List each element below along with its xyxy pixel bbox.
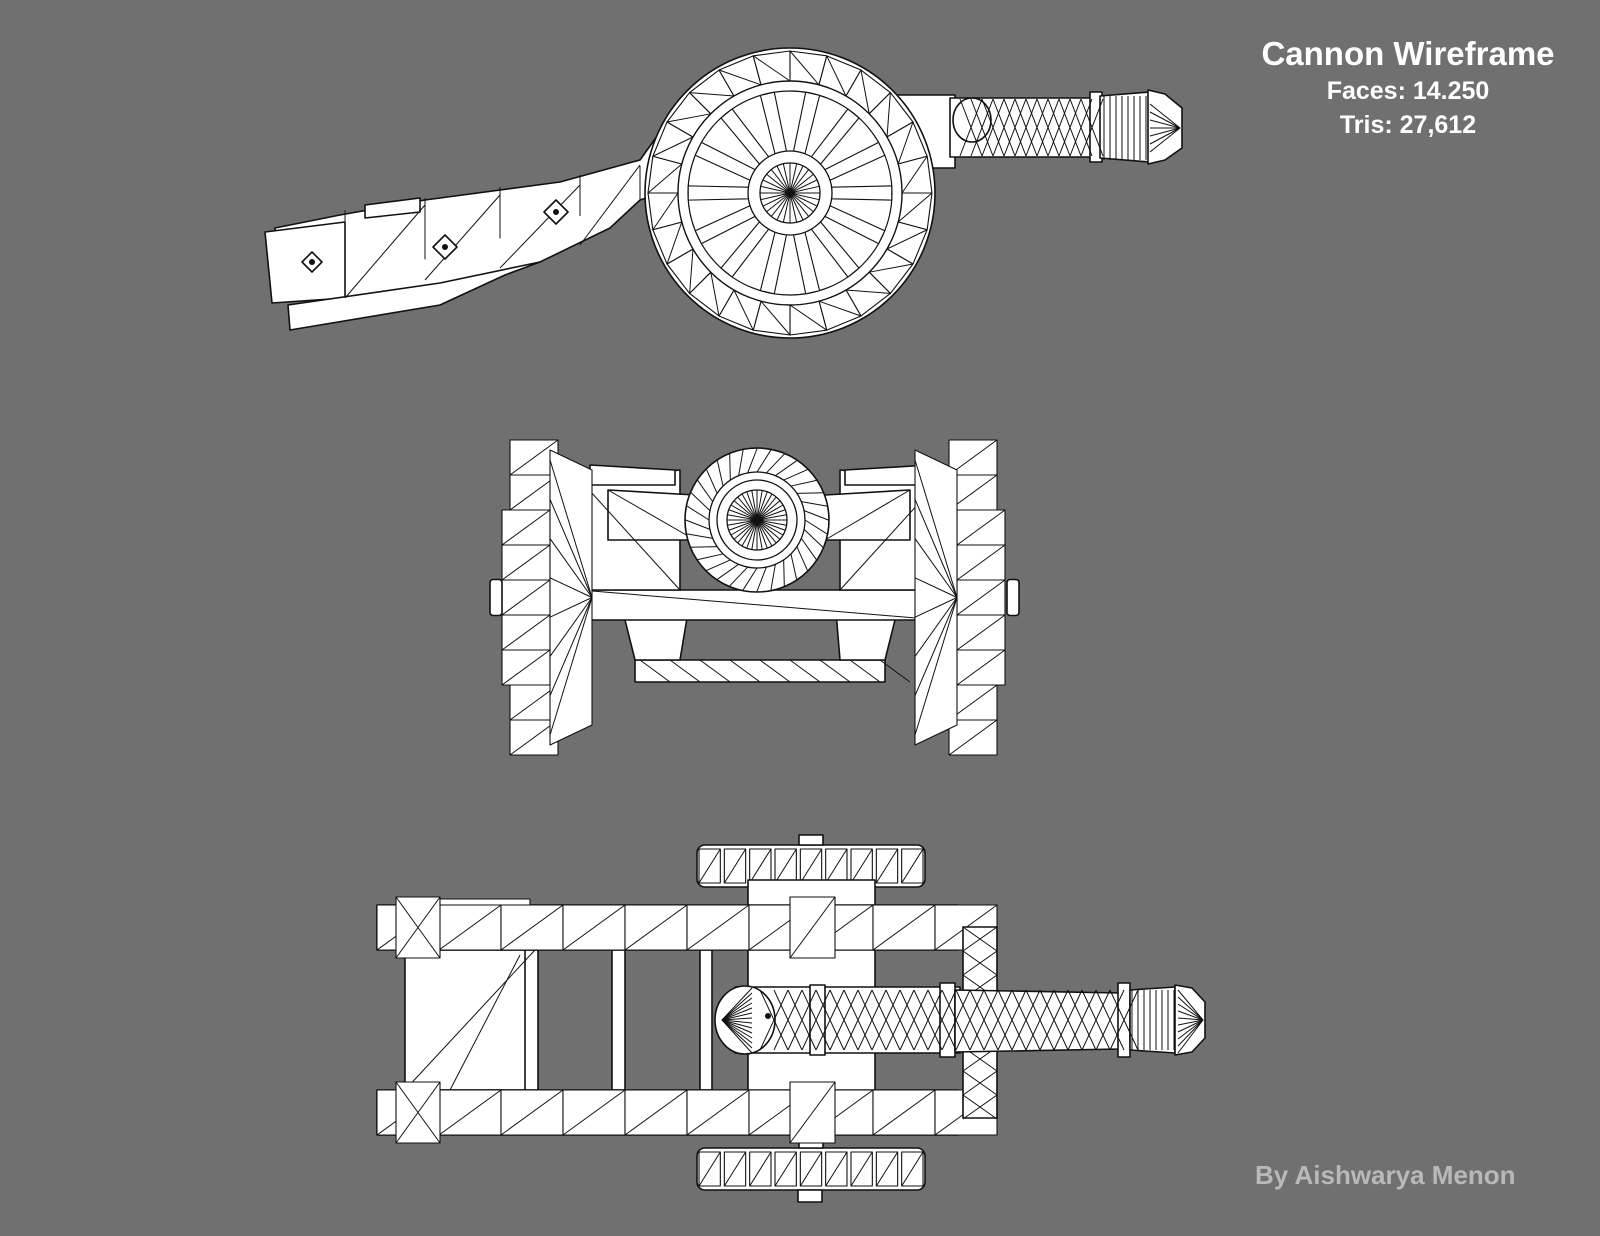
front-wheel-right <box>914 439 1020 756</box>
author-credit: By Aishwarya Menon <box>1255 1160 1516 1190</box>
face-count: Faces: 14.250 <box>1326 77 1490 105</box>
top-wheel-lower <box>696 1137 926 1203</box>
model-info: Cannon Wireframe Faces: 14.250 Tris: 27,… <box>1238 34 1578 142</box>
top-wheel-upper <box>696 834 926 888</box>
top-view <box>376 834 1206 1203</box>
front-carriage <box>579 464 941 683</box>
top-barrel <box>714 982 1206 1058</box>
side-view <box>264 47 1183 339</box>
top-rails <box>376 896 998 1144</box>
front-muzzle <box>684 447 830 593</box>
front-view <box>489 439 1020 756</box>
front-wheel-left <box>489 439 593 756</box>
triangle-count: Tris: 27,612 <box>1339 111 1477 139</box>
side-wheel <box>644 47 936 339</box>
side-trail <box>264 124 701 331</box>
model-title: Cannon Wireframe <box>1261 35 1555 72</box>
